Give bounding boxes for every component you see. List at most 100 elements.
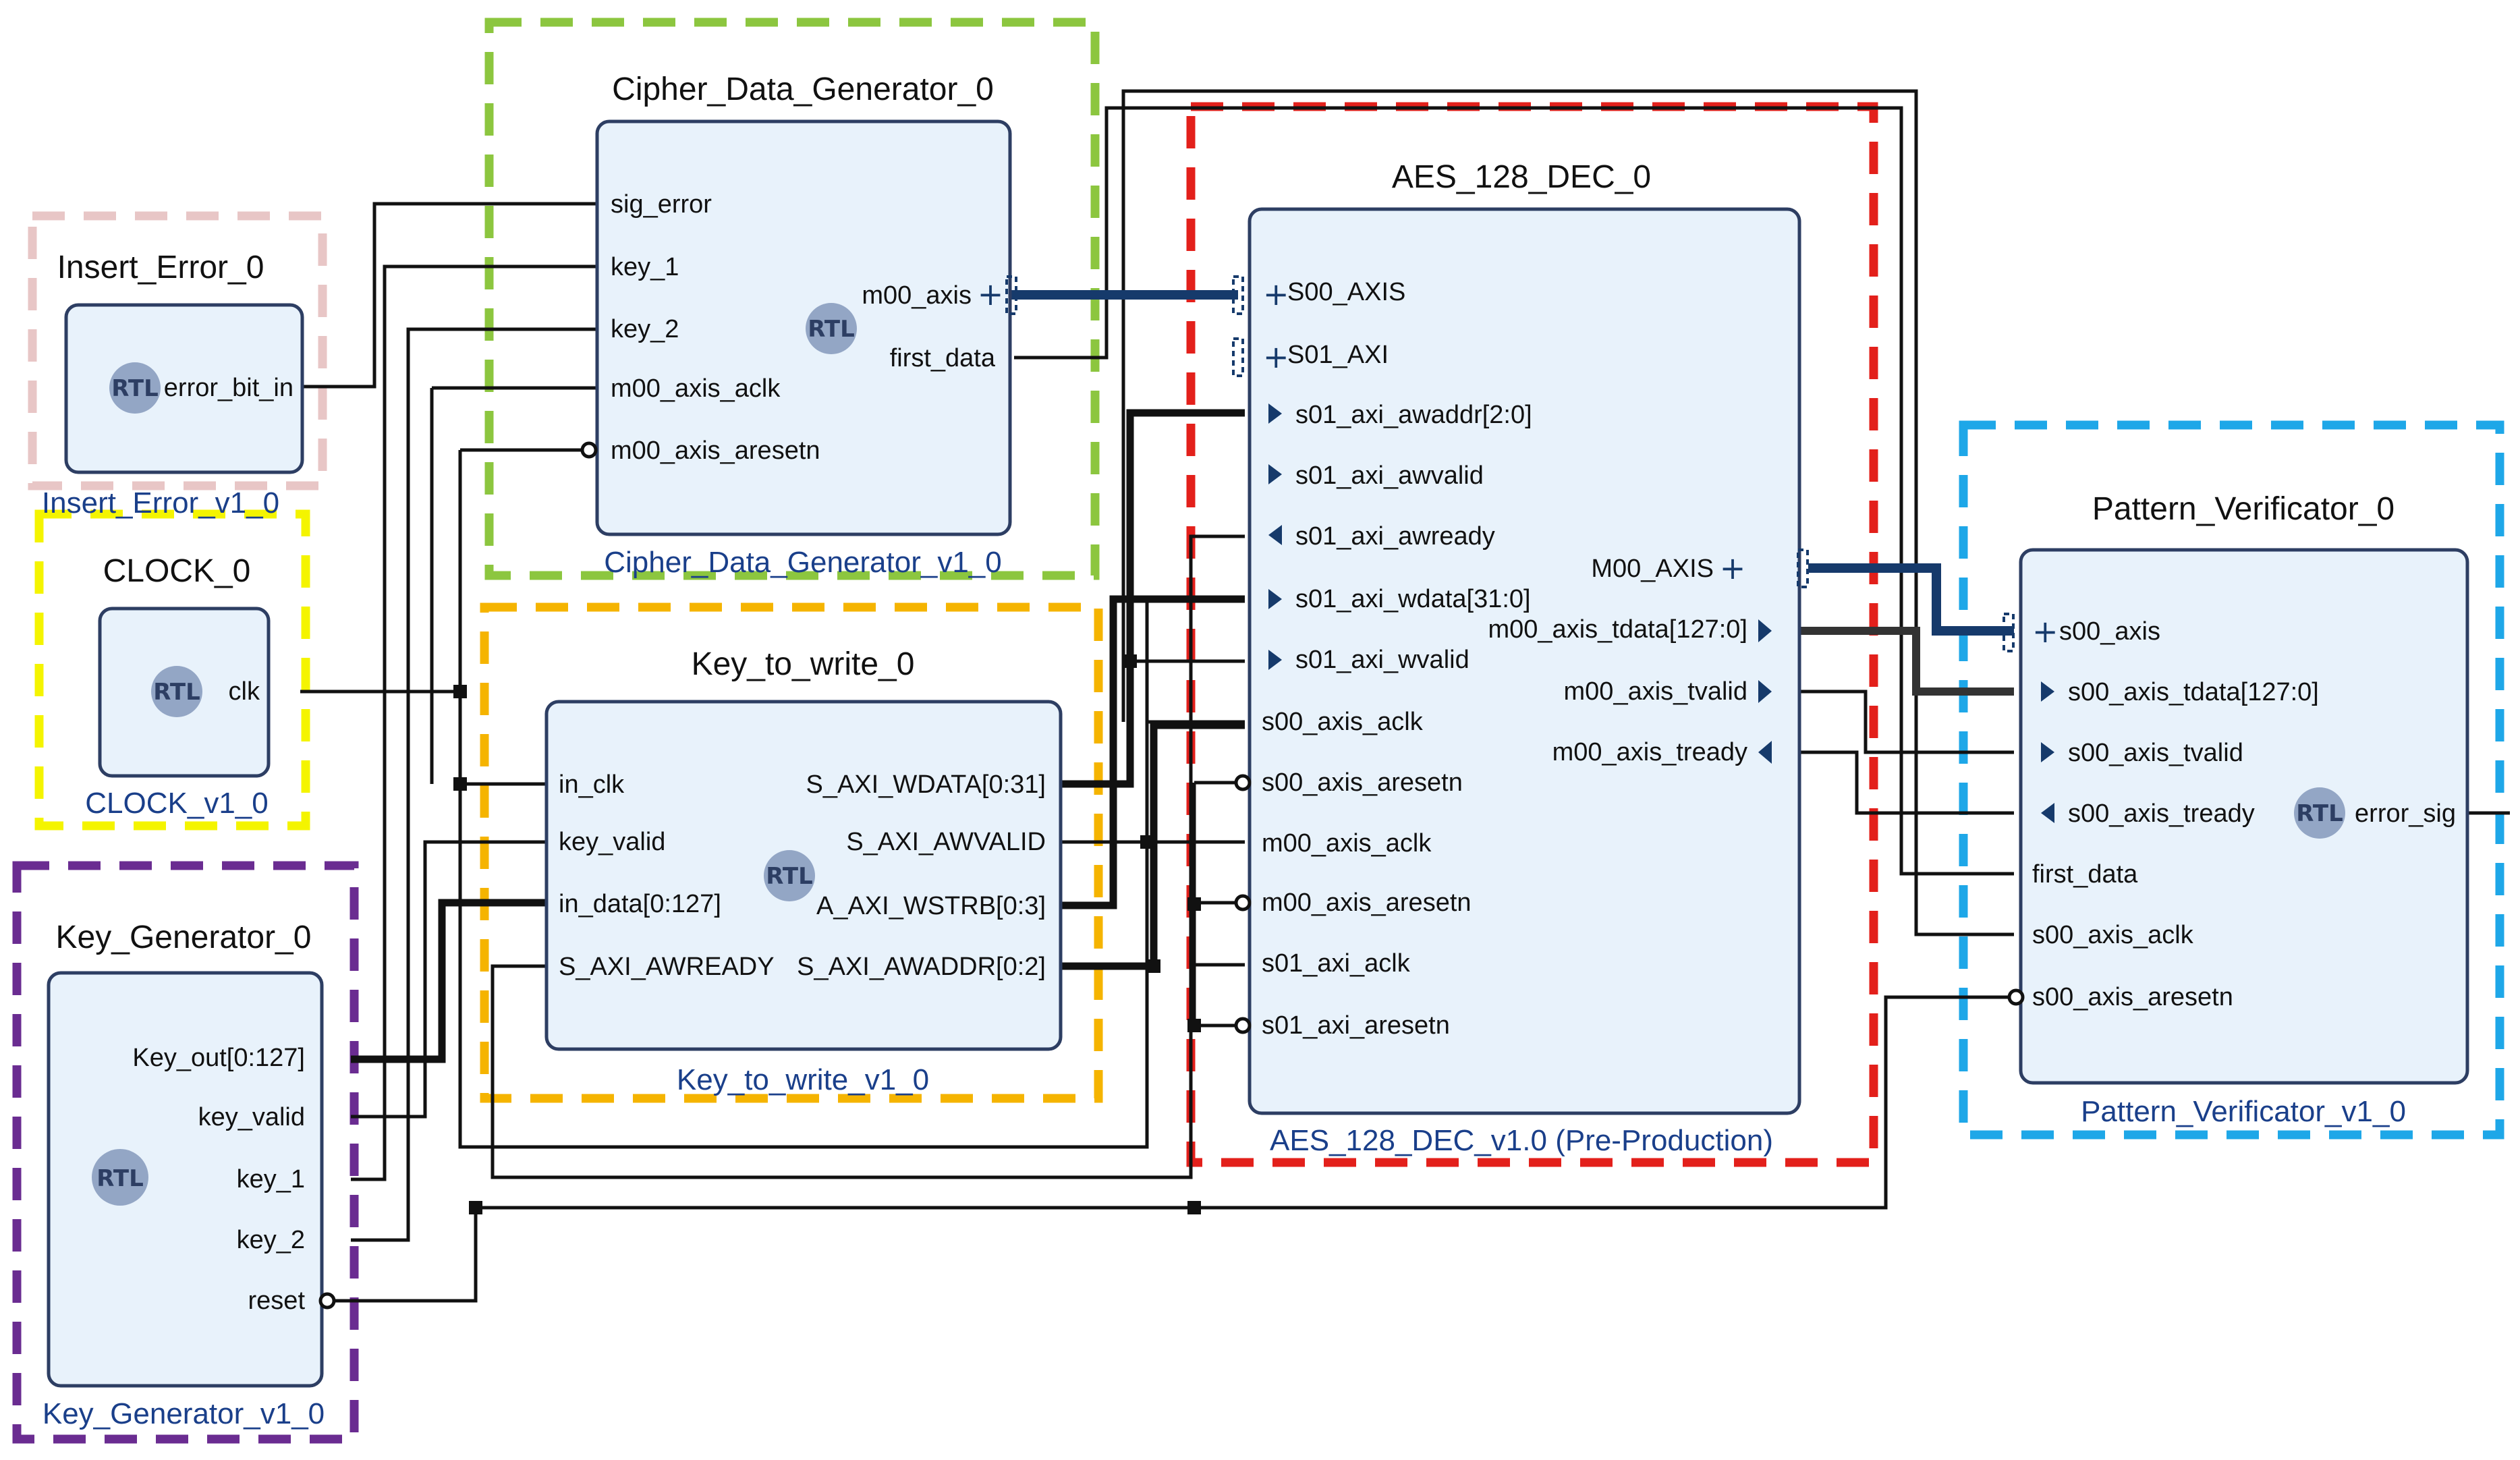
cipher-title: Cipher_Data_Generator_0 — [612, 72, 994, 107]
port-s01-axi-wdata[interactable]: s01_axi_wdata[31:0] — [1295, 585, 1531, 613]
port-key-2[interactable]: key_2 — [237, 1226, 305, 1254]
port-s00-axis-aresetn[interactable]: s00_axis_aresetn — [1262, 768, 1463, 797]
port-m00-axis-tdata[interactable]: m00_axis_tdata[127:0] — [1488, 615, 1748, 644]
port-first-data[interactable]: first_data — [2032, 860, 2138, 889]
rtl-logo-icon — [2294, 787, 2345, 839]
bus-expand-plus-icon[interactable]: + — [978, 276, 1004, 312]
bus-interface-icon — [1232, 337, 1244, 377]
clock-block[interactable]: CLOCK_0 RTL clk CLOCK_v1_0 — [85, 553, 271, 820]
key-generator-title: Key_Generator_0 — [56, 920, 312, 955]
port-in-data[interactable]: in_data[0:127] — [559, 890, 721, 918]
port-s01-axi-awaddr[interactable]: s01_axi_awaddr[2:0] — [1295, 401, 1532, 429]
port-s00-axis-aclk[interactable]: s00_axis_aclk — [2032, 921, 2194, 949]
port-s01-axi[interactable]: S01_AXI — [1287, 341, 1389, 369]
port-in-clk[interactable]: in_clk — [559, 770, 625, 799]
clock-title: CLOCK_0 — [103, 553, 251, 589]
bus-interface-icon — [2003, 613, 2015, 652]
port-s-axi-awready[interactable]: S_AXI_AWREADY — [559, 953, 775, 981]
input-arrow-icons — [2041, 681, 2054, 823]
port-s00-axis-aclk[interactable]: s00_axis_aclk — [1262, 708, 1424, 736]
port-s00-axis-tready[interactable]: s00_axis_tready — [2068, 799, 2255, 828]
active-low-bubble-icons — [1234, 774, 1252, 1034]
insert-error-subtitle: Insert_Error_v1_0 — [42, 486, 279, 520]
pattern-title: Pattern_Verificator_0 — [2092, 491, 2395, 527]
port-key-1[interactable]: key_1 — [611, 253, 679, 281]
port-key-2[interactable]: key_2 — [611, 315, 679, 343]
rtl-logo-label: RTL — [96, 1165, 144, 1192]
pattern-verificator-group-outline — [1959, 420, 2504, 1140]
key-generator-block[interactable]: Key_Generator_0 RTL Key_out[0:127] key_v… — [43, 920, 336, 1430]
port-a-axi-wstrb[interactable]: A_AXI_WSTRB[0:3] — [816, 892, 1046, 920]
port-sig-error[interactable]: sig_error — [611, 190, 712, 219]
cipher-data-generator-block[interactable]: Cipher_Data_Generator_0 RTL sig_error ke… — [580, 72, 1017, 579]
pattern-verificator-block[interactable]: Pattern_Verificator_0 RTL + s00_axis s00… — [2003, 491, 2469, 1128]
bus-expand-plus-icon[interactable]: + — [1263, 276, 1289, 312]
port-s01-axi-awready[interactable]: s01_axi_awready — [1295, 522, 1495, 551]
rtl-logo-icon — [92, 1149, 148, 1206]
rtl-logo-label: RTL — [766, 863, 813, 890]
rtl-logo-label: RTL — [153, 679, 200, 706]
port-m00-axis-tready[interactable]: m00_axis_tready — [1552, 738, 1747, 766]
port-s01-axi-aresetn[interactable]: s01_axi_aresetn — [1262, 1011, 1450, 1040]
port-s-axi-wdata[interactable]: S_AXI_WDATA[0:31] — [806, 770, 1046, 799]
port-s-axi-awvalid[interactable]: S_AXI_AWVALID — [846, 828, 1046, 856]
input-arrow-icons — [1268, 403, 1282, 670]
aes-subtitle: AES_128_DEC_v1.0 (Pre-Production) — [1270, 1124, 1773, 1157]
bus-expand-plus-icon[interactable]: + — [1720, 550, 1746, 586]
port-m00-axis-tvalid[interactable]: m00_axis_tvalid — [1564, 677, 1747, 706]
port-first-data[interactable]: first_data — [890, 344, 996, 372]
insert-error-group-outline — [28, 211, 327, 490]
port-s01-axi-wvalid[interactable]: s01_axi_wvalid — [1295, 646, 1469, 674]
active-low-bubble-icon — [318, 1292, 336, 1310]
rtl-logo-icon — [151, 666, 202, 717]
clock-group-outline — [34, 509, 310, 831]
port-s01-axi-aclk[interactable]: s01_axi_aclk — [1262, 949, 1411, 978]
output-arrow-icons — [1758, 619, 1772, 764]
rtl-logo-icon — [764, 850, 815, 901]
key-to-write-group-outline — [480, 602, 1103, 1103]
insert-error-block[interactable]: Insert_Error_0 RTL error_bit_in Insert_E… — [42, 250, 304, 520]
key-to-write-subtitle: Key_to_write_v1_0 — [677, 1063, 929, 1096]
active-low-bubble-icon — [580, 441, 598, 459]
port-m00-axis-aresetn[interactable]: m00_axis_aresetn — [611, 437, 820, 465]
bus-expand-plus-icon[interactable]: + — [2032, 613, 2059, 650]
port-reset[interactable]: reset — [248, 1287, 306, 1315]
port-s00-axis-aresetn[interactable]: s00_axis_aresetn — [2032, 983, 2233, 1011]
port-m00-axis[interactable]: m00_axis — [862, 281, 972, 310]
port-m00-axis-aclk[interactable]: m00_axis_aclk — [1262, 829, 1432, 858]
port-clk[interactable]: clk — [229, 677, 260, 706]
rtl-logo-icon — [806, 303, 857, 354]
port-s-axi-awaddr[interactable]: S_AXI_AWADDR[0:2] — [797, 953, 1046, 981]
bus-interface-icon — [1005, 275, 1017, 315]
rtl-logo-icon — [109, 362, 161, 414]
port-key-1[interactable]: key_1 — [237, 1165, 305, 1194]
aes-128-dec-block[interactable]: AES_128_DEC_0 + + S00_AXIS S01_AXI s01_a… — [1232, 159, 1809, 1157]
key-to-write-block[interactable]: Key_to_write_0 RTL in_clk key_valid in_d… — [544, 646, 1063, 1096]
port-key-out[interactable]: Key_out[0:127] — [132, 1044, 305, 1072]
port-m00-axis[interactable]: M00_AXIS — [1591, 555, 1714, 583]
bus-interface-icon — [1232, 275, 1244, 315]
port-m00-axis-aclk[interactable]: m00_axis_aclk — [611, 374, 781, 403]
port-s00-axis[interactable]: S00_AXIS — [1287, 278, 1405, 306]
key-generator-subtitle: Key_Generator_v1_0 — [43, 1397, 325, 1430]
bus-expand-plus-icon[interactable]: + — [1263, 339, 1289, 375]
port-s00-axis[interactable]: s00_axis — [2059, 617, 2160, 646]
port-m00-axis-aresetn[interactable]: m00_axis_aresetn — [1262, 889, 1472, 917]
port-s00-axis-tdata[interactable]: s00_axis_tdata[127:0] — [2068, 678, 2319, 706]
port-s00-axis-tvalid[interactable]: s00_axis_tvalid — [2068, 739, 2243, 767]
rtl-logo-label: RTL — [2296, 800, 2343, 827]
active-low-bubble-icon — [2007, 988, 2025, 1006]
port-error-sig[interactable]: error_sig — [2355, 799, 2456, 828]
cipher-subtitle: Cipher_Data_Generator_v1_0 — [604, 546, 1002, 579]
key-generator-group-outline — [12, 861, 359, 1444]
wires — [300, 89, 2510, 1303]
port-key-valid[interactable]: key_valid — [198, 1103, 305, 1131]
insert-error-title: Insert_Error_0 — [57, 250, 264, 285]
port-key-valid[interactable]: key_valid — [559, 828, 665, 856]
key-to-write-title: Key_to_write_0 — [692, 646, 915, 682]
port-s01-axi-awvalid[interactable]: s01_axi_awvalid — [1295, 461, 1484, 490]
port-error-bit-in[interactable]: error_bit_in — [164, 374, 293, 402]
wire-junctions — [453, 654, 1201, 1214]
clock-subtitle: CLOCK_v1_0 — [85, 787, 268, 820]
